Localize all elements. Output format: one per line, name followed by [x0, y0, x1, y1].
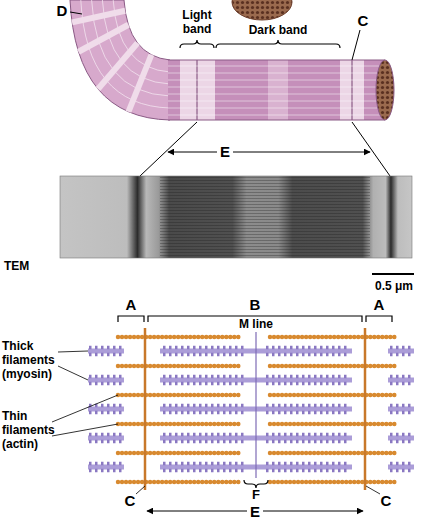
- leader-line: [366, 486, 380, 494]
- thin-filament: [118, 337, 396, 338]
- part-letter: C: [355, 12, 371, 29]
- a-bracket: [366, 316, 392, 322]
- fiber-bundle: [232, 0, 292, 20]
- line-label: M line: [226, 318, 286, 332]
- light-band-curve: [79, 25, 129, 52]
- z-line: [364, 328, 367, 490]
- band-label: Light band: [176, 9, 218, 37]
- myofibril-stripe: [168, 108, 385, 109]
- band-label: Dark band: [238, 24, 318, 38]
- thin-filament: [118, 366, 396, 367]
- myofibril-stripe: [168, 87, 385, 88]
- leader-line: [58, 351, 88, 352]
- filament-label: Thin filaments (actin): [2, 410, 74, 451]
- thin-filament: [118, 395, 396, 396]
- a-bracket: [118, 316, 144, 322]
- image-label: TEM: [4, 260, 44, 274]
- leader-line: [352, 30, 360, 60]
- scale-bar: [372, 273, 414, 275]
- myofibril-stripe: [168, 101, 385, 102]
- myofibril-outline: [168, 120, 385, 121]
- projection-line: [352, 122, 390, 176]
- filament-label: Thick filaments (myosin): [2, 340, 74, 381]
- tem-filament-texture: [160, 176, 370, 258]
- part-letter: F: [249, 488, 263, 503]
- thin-filament: [118, 453, 396, 454]
- leader-line: [52, 424, 118, 436]
- leader-line: [52, 395, 118, 422]
- thin-filament: [118, 424, 396, 425]
- myofibril-stripe: [168, 115, 385, 116]
- dark-band-brace: [216, 40, 340, 48]
- myofibril-body: [168, 60, 385, 120]
- part-letter: A: [371, 296, 387, 313]
- light-band-brace: [180, 40, 214, 48]
- myofibril-curve: [70, 0, 170, 120]
- scale-label: 0.5 μm: [366, 280, 422, 294]
- part-letter: E: [217, 143, 233, 160]
- part-letter: D: [54, 2, 70, 19]
- light-band: [180, 60, 215, 120]
- light-band-curve: [72, 11, 125, 23]
- dimension-arrow: [168, 152, 370, 153]
- z-line: [144, 328, 147, 490]
- part-letter: B: [247, 296, 263, 313]
- leader-line: [70, 12, 82, 14]
- thin-filament: [118, 482, 396, 483]
- z-line-fiber: [351, 60, 352, 120]
- h-zone: [268, 60, 288, 120]
- tem-frame: [60, 176, 412, 258]
- myofibril-stripe: [168, 94, 385, 95]
- z-line-fiber: [196, 60, 197, 120]
- light-band-curve: [98, 43, 138, 89]
- m-line: [255, 332, 256, 478]
- tem-micrograph: [60, 176, 412, 258]
- myofibril-stripe: [168, 73, 385, 74]
- leader-line: [58, 366, 88, 380]
- part-letter: A: [123, 296, 139, 313]
- leader-line: [136, 486, 145, 494]
- myofibril-stripe: [168, 66, 385, 67]
- myofibril-stripe: [168, 80, 385, 81]
- light-band-curve: [129, 55, 152, 112]
- f-brace: [244, 480, 268, 488]
- myofibril-end: [376, 60, 394, 120]
- light-band: [340, 60, 364, 120]
- part-letter: C: [122, 492, 138, 509]
- projection-line: [140, 122, 197, 176]
- part-letter: E: [247, 503, 263, 520]
- part-letter: C: [378, 492, 394, 509]
